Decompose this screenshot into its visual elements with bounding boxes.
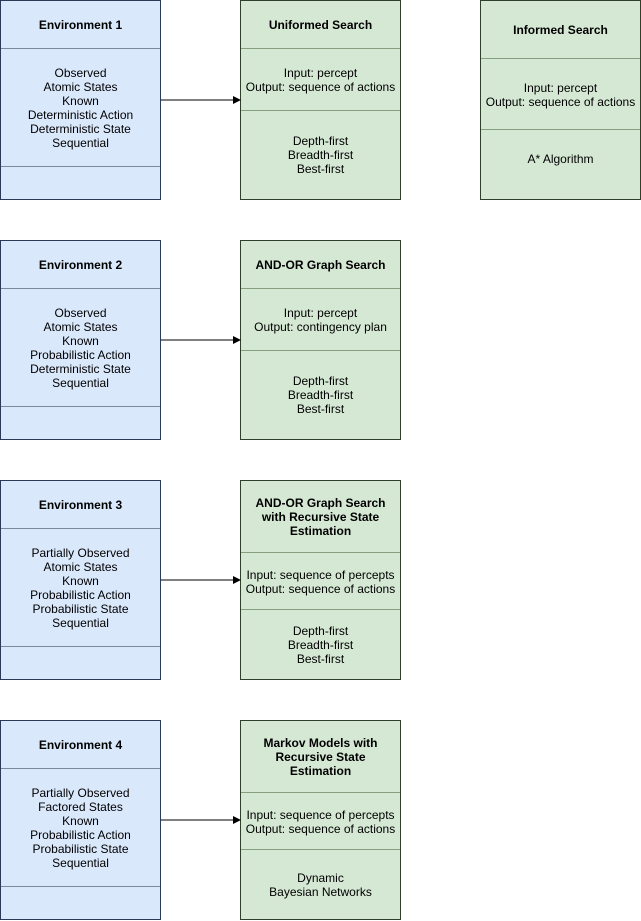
- environment-2-title: Environment 2: [38, 257, 123, 272]
- algorithm-2-method: Depth-first: [292, 374, 349, 388]
- environment-3-property: Sequential: [52, 616, 109, 630]
- algorithm-1-methods: Depth-first Breadth-first Best-first: [241, 110, 400, 199]
- algorithm-1-io: Input: percept Output: sequence of actio…: [241, 48, 400, 111]
- algorithm-2-input: Input: percept: [283, 306, 358, 320]
- algorithm-2-title-line: AND-OR Graph Search: [255, 257, 386, 272]
- environment-1-property: Atomic States: [43, 80, 118, 94]
- environment-3-title: Environment 3: [38, 497, 123, 512]
- algorithm-1-method: Depth-first: [292, 134, 349, 148]
- algorithm-2-output: Output: contingency plan: [254, 320, 387, 334]
- environment-2-empty-section: [1, 406, 160, 439]
- algorithm-2-io: Input: percept Output: contingency plan: [241, 288, 400, 351]
- algorithm-1-method: Best-first: [296, 162, 345, 176]
- environment-2-property: Sequential: [52, 376, 109, 390]
- environment-3-property: Known: [62, 574, 99, 588]
- environment-3-box: Environment 3 Partially Observed Atomic …: [0, 480, 161, 680]
- environment-2-properties: Observed Atomic States Known Probabilist…: [1, 288, 160, 407]
- environment-2-property: Deterministic State: [30, 362, 131, 376]
- algorithm-3-io: Input: sequence of percepts Output: sequ…: [241, 552, 400, 610]
- algorithm-1-method: Breadth-first: [287, 148, 354, 162]
- environment-2-property: Known: [62, 334, 99, 348]
- informed-search-title: Informed Search: [481, 1, 640, 58]
- environment-4-property: Partially Observed: [31, 786, 130, 800]
- environment-4-property: Sequential: [52, 856, 109, 870]
- environment-3-properties: Partially Observed Atomic States Known P…: [1, 528, 160, 647]
- algorithm-4-input: Input: sequence of percepts: [246, 807, 395, 822]
- algorithm-3-method: Depth-first: [292, 623, 349, 638]
- environment-4-property: Probabilistic State: [32, 842, 129, 856]
- informed-search-input: Input: percept: [523, 80, 598, 95]
- algorithm-4-io: Input: sequence of percepts Output: sequ…: [241, 792, 400, 850]
- algorithm-4-methods: Dynamic Bayesian Networks: [241, 849, 400, 919]
- environment-1-title: Environment 1: [38, 17, 123, 32]
- algorithm-4-method: Dynamic: [297, 870, 344, 885]
- informed-search-title-line: Informed Search: [513, 22, 608, 37]
- environment-3-empty-section: [1, 646, 160, 679]
- algorithm-3-title-line: with Recursive State: [261, 509, 380, 524]
- environment-4-title: Environment 4: [38, 737, 123, 752]
- environment-4-empty-section: [1, 886, 160, 919]
- algorithm-1-title: Uniformed Search: [241, 1, 400, 48]
- environment-1-property: Observed: [54, 66, 107, 80]
- environment-1-empty-section: [1, 166, 160, 199]
- algorithm-3-method: Breadth-first: [287, 637, 354, 652]
- informed-search-method: A* Algorithm: [527, 151, 594, 166]
- algorithm-4-title-line: Recursive State: [275, 749, 366, 764]
- algorithm-2-methods: Depth-first Breadth-first Best-first: [241, 350, 400, 439]
- environment-4-properties: Partially Observed Factored States Known…: [1, 768, 160, 887]
- environment-3-property: Atomic States: [43, 560, 118, 574]
- environment-2-property: Probabilistic Action: [30, 348, 131, 362]
- algorithm-3-output: Output: sequence of actions: [245, 581, 396, 596]
- algorithm-2-method: Breadth-first: [287, 388, 354, 402]
- algorithm-2-method: Best-first: [296, 402, 345, 416]
- algorithm-4-title-line: Estimation: [289, 763, 352, 778]
- environment-2-property: Observed: [54, 306, 107, 320]
- environment-1-property: Deterministic Action: [27, 108, 134, 122]
- algorithm-1-box: Uniformed Search Input: percept Output: …: [240, 0, 401, 200]
- environment-4-property: Known: [62, 814, 99, 828]
- environment-4-property: Factored States: [38, 800, 123, 814]
- algorithm-4-output: Output: sequence of actions: [245, 821, 396, 836]
- informed-search-output: Output: sequence of actions: [485, 94, 636, 109]
- algorithm-3-methods: Depth-first Breadth-first Best-first: [241, 609, 400, 679]
- algorithm-3-title-line: AND-OR Graph Search: [255, 495, 386, 510]
- environment-1-properties: Observed Atomic States Known Determinist…: [1, 48, 160, 167]
- environment-2-box: Environment 2 Observed Atomic States Kno…: [0, 240, 161, 440]
- informed-search-methods: A* Algorithm: [481, 129, 640, 187]
- environment-1-property: Sequential: [52, 136, 109, 150]
- algorithm-1-title-line: Uniformed Search: [268, 17, 373, 32]
- algorithm-4-method: Bayesian Networks: [269, 884, 372, 899]
- environment-3-property: Probabilistic State: [32, 602, 129, 616]
- algorithm-2-box: AND-OR Graph Search Input: percept Outpu…: [240, 240, 401, 440]
- environment-1-box: Environment 1 Observed Atomic States Kno…: [0, 0, 161, 200]
- algorithm-1-input: Input: percept: [283, 66, 358, 80]
- environment-3-property: Probabilistic Action: [30, 588, 131, 602]
- algorithm-3-title-line: Estimation: [289, 523, 352, 538]
- environment-3-property: Partially Observed: [31, 546, 130, 560]
- environment-1-property: Deterministic State: [30, 122, 131, 136]
- environment-4-box: Environment 4 Partially Observed Factore…: [0, 720, 161, 920]
- environment-1-property: Known: [62, 94, 99, 108]
- environment-4-property: Probabilistic Action: [30, 828, 131, 842]
- informed-search-box: Informed Search Input: percept Output: s…: [480, 0, 641, 200]
- informed-search-io: Input: percept Output: sequence of actio…: [481, 58, 640, 130]
- algorithm-3-input: Input: sequence of percepts: [246, 567, 395, 582]
- algorithm-3-title: AND-OR Graph Search with Recursive State…: [241, 481, 400, 552]
- environment-2-property: Atomic States: [43, 320, 118, 334]
- algorithm-3-method: Best-first: [296, 651, 345, 666]
- algorithm-3-box: AND-OR Graph Search with Recursive State…: [240, 480, 401, 680]
- algorithm-2-title: AND-OR Graph Search: [241, 241, 400, 288]
- algorithm-4-title-line: Markov Models with: [263, 735, 378, 750]
- algorithm-4-title: Markov Models with Recursive State Estim…: [241, 721, 400, 792]
- algorithm-1-output: Output: sequence of actions: [245, 80, 396, 94]
